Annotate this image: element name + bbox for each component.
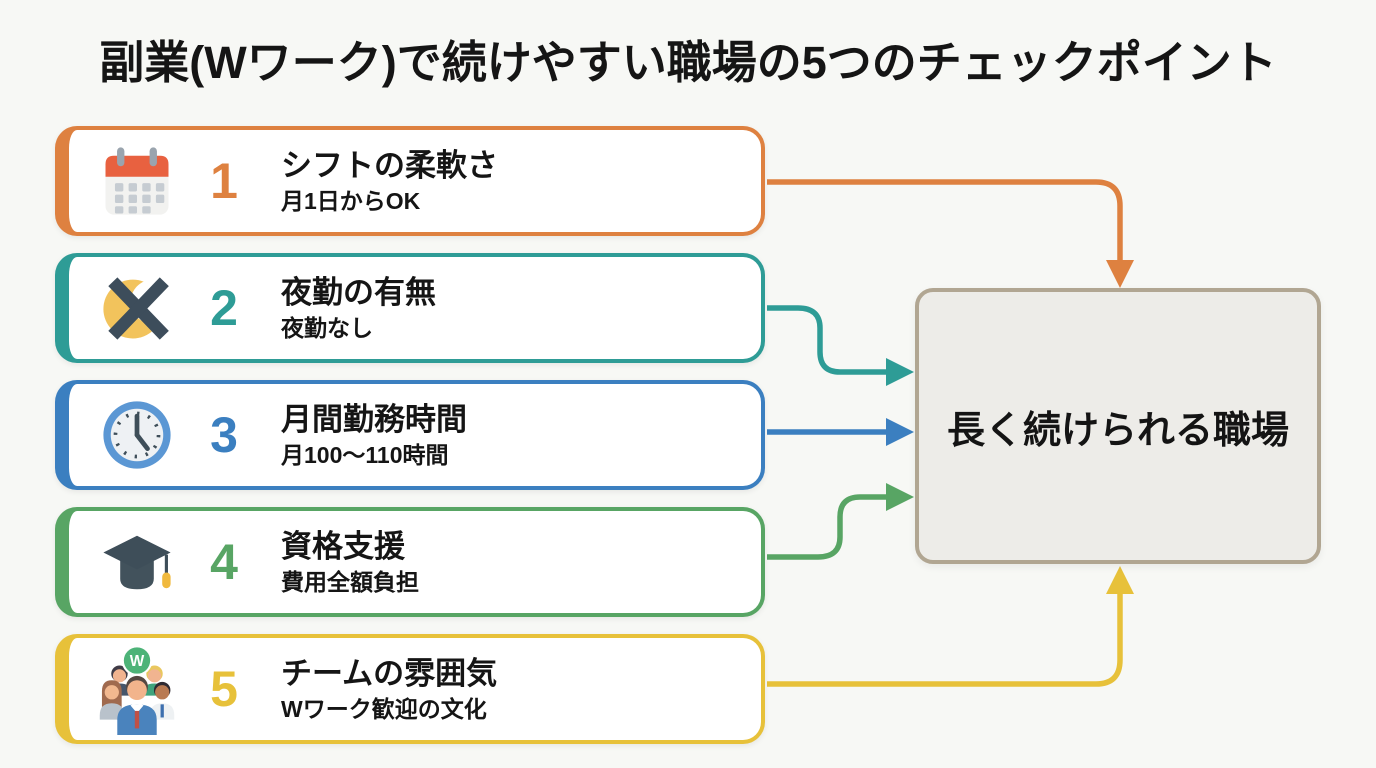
graduation-cap-icon (93, 515, 181, 609)
team-badge-letter: W (130, 653, 145, 670)
checkpoint-4-arrow (767, 483, 914, 560)
checkpoint-label: 月間勤務時間 (281, 402, 467, 438)
checkpoint-label: チームの雰囲気 (281, 656, 498, 692)
checkpoint-card-2: 2 夜勤の有無 夜勤なし (55, 253, 765, 363)
checkpoint-detail: Wワーク歓迎の文化 (281, 695, 487, 722)
checkpoint-number: 5 (210, 661, 238, 717)
checkpoint-card-4: 4 資格支援 費用全額負担 (55, 507, 765, 617)
checkpoint-5-arrow (767, 566, 1134, 687)
checkpoint-1-arrow (767, 179, 1134, 288)
checkpoint-detail: 夜勤なし (281, 314, 373, 341)
result-box: 長く続けられる職場 (915, 288, 1321, 564)
checkpoint-label: 夜勤の有無 (281, 275, 436, 311)
checkpoint-3-arrow (767, 418, 914, 446)
checkpoint-number: 4 (210, 534, 238, 590)
checkpoint-card-1: 1 シフトの柔軟さ 月1日からOK (55, 126, 765, 236)
no-night-shift-icon (93, 261, 181, 355)
checkpoint-number: 2 (210, 280, 238, 336)
team-icon: W (93, 642, 181, 736)
calendar-icon (93, 134, 181, 228)
clock-icon (93, 388, 181, 482)
checkpoint-label: 資格支援 (281, 529, 405, 565)
checkpoint-detail: 費用全額負担 (281, 568, 419, 595)
checkpoint-2-arrow (767, 305, 914, 386)
checkpoint-card-5: W 5 チームの雰囲気 Wワーク歓迎の文化 (55, 634, 765, 744)
checkpoint-detail: 月1日からOK (281, 187, 421, 214)
checkpoint-number: 3 (210, 407, 238, 463)
checkpoint-detail: 月100〜110時間 (281, 441, 449, 468)
checkpoint-card-3: 3 月間勤務時間 月100〜110時間 (55, 380, 765, 490)
checkpoint-label: シフトの柔軟さ (281, 148, 498, 184)
checkpoint-number: 1 (210, 153, 238, 209)
page-title: 副業(Wワーク)で続けやすい職場の5つのチェックポイント (99, 37, 1277, 88)
result-box-label: 長く続けられる職場 (946, 409, 1289, 452)
